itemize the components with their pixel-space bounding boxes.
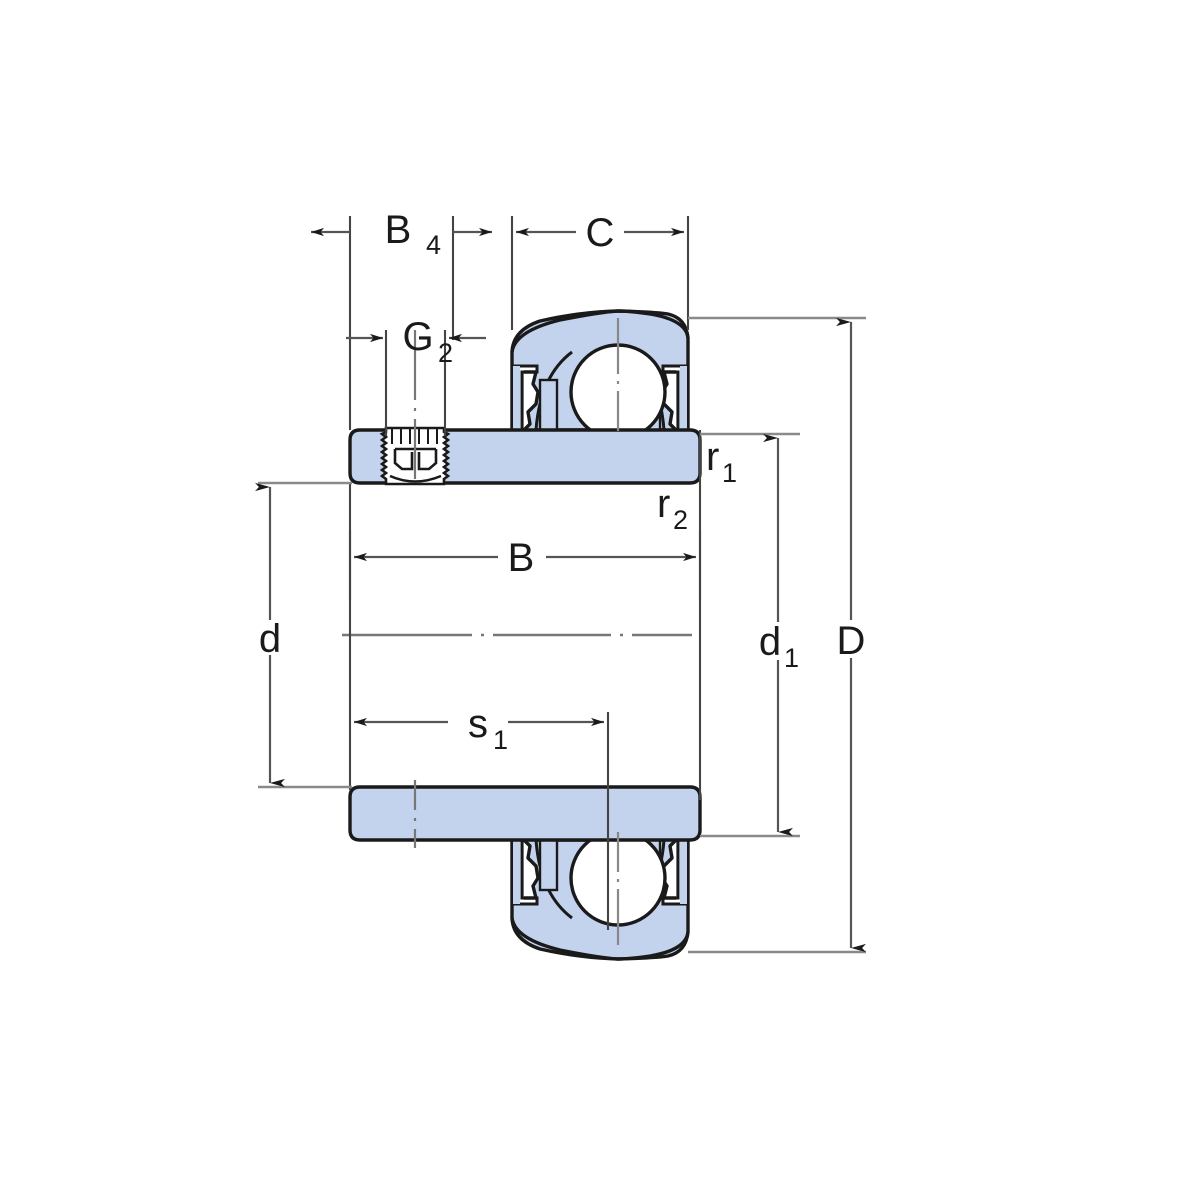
dimension-sub-r2: 2 (673, 505, 688, 535)
dimension-sub-r1: 1 (722, 458, 737, 488)
dimension-sub-G2: 2 (438, 338, 453, 368)
dimension-label-D: D (837, 619, 866, 663)
dimension-label-r1: r (706, 435, 719, 479)
dimension-label-d: d (259, 617, 281, 661)
dimension-d1: d 1 (759, 433, 799, 837)
dimension-G2: G 2 (346, 315, 486, 368)
dimension-label-s1: s (468, 702, 488, 746)
dimension-s1: s 1 (354, 702, 604, 755)
dimension-d: d (255, 482, 285, 788)
dimension-sub-d1: 1 (784, 643, 799, 673)
dimension-C: C (516, 211, 684, 255)
extension-lines (348, 216, 702, 930)
dimension-label-C: C (586, 211, 615, 255)
dimension-sub-s1: 1 (493, 725, 508, 755)
dimension-B4: B 4 (311, 208, 492, 260)
dimension-D: D (836, 317, 866, 953)
radius-callout-r1: r 1 (706, 435, 737, 488)
dimension-label-d1: d (759, 620, 781, 664)
dimension-label-G2: G (402, 315, 433, 359)
dimension-label-B4: B (385, 208, 412, 252)
radius-callout-r2: r 2 (657, 482, 688, 535)
seal-top-left (511, 364, 559, 432)
dimension-label-r2: r (657, 482, 670, 526)
inner-ring-bottom (348, 785, 702, 842)
dimension-sub-B4: 4 (426, 230, 441, 260)
dimension-B: B (354, 536, 696, 580)
dimension-label-B: B (508, 536, 535, 580)
